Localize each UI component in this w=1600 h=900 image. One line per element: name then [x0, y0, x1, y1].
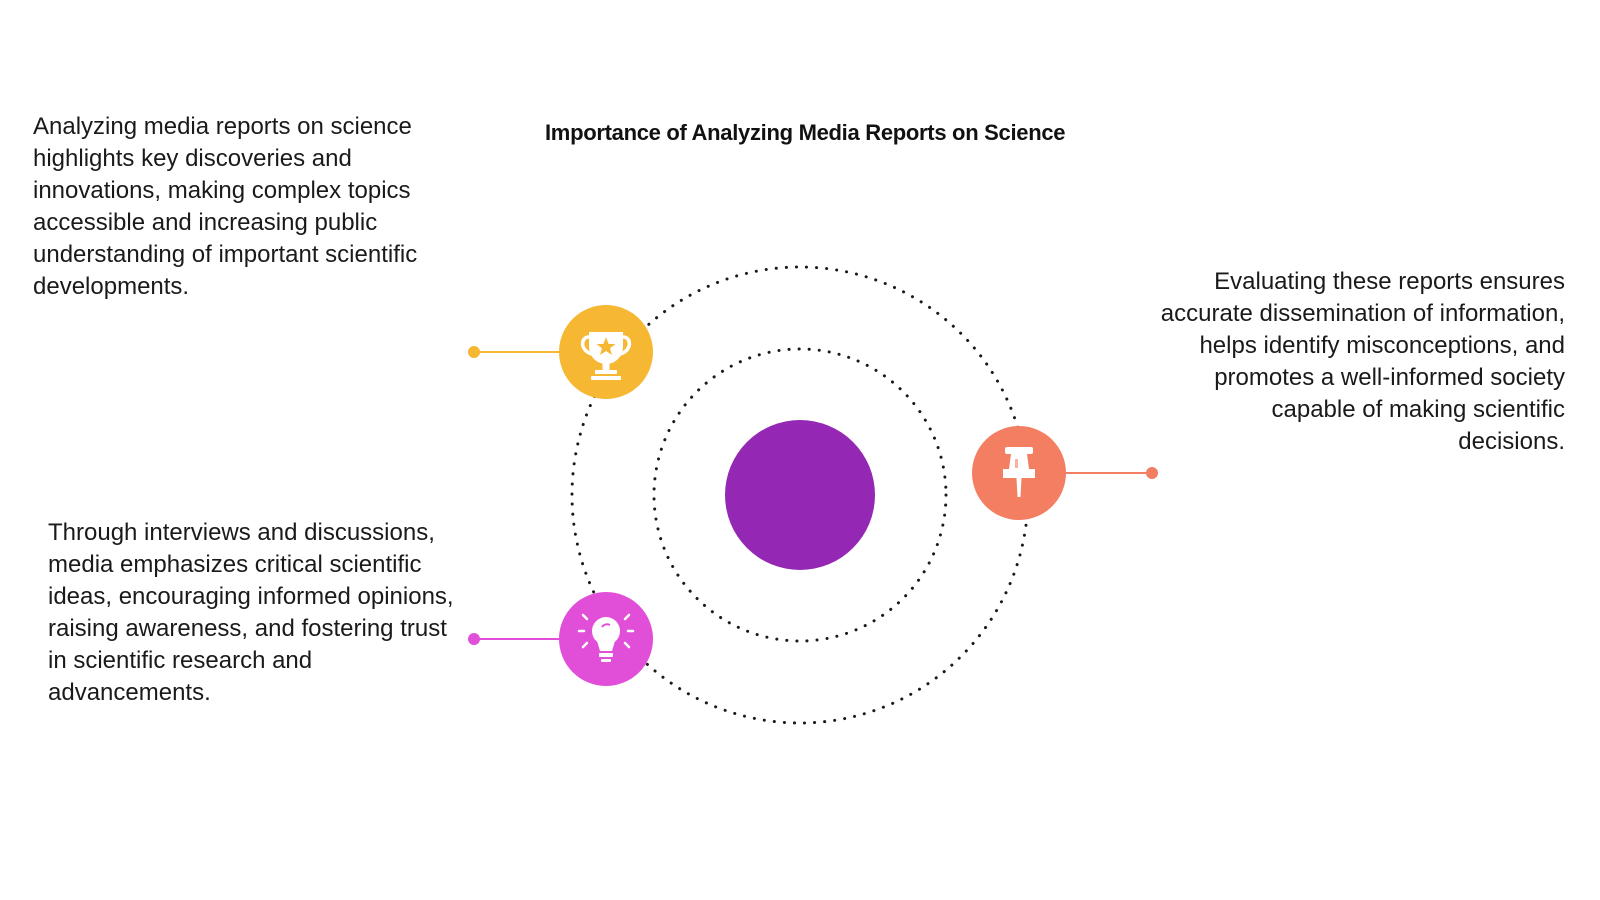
trophy-node: [559, 305, 653, 399]
pushpin-node: [972, 426, 1066, 520]
lightbulb-connector: [468, 633, 563, 645]
diagram-title: Importance of Analyzing Media Reports on…: [545, 120, 1066, 145]
trophy-icon: [580, 332, 632, 380]
lightbulb-node: [559, 592, 653, 686]
center-circle: [725, 420, 875, 570]
pushpin-icon: [1003, 447, 1035, 497]
inner-orbit: [652, 347, 948, 643]
trophy-description: Analyzing media reports on science highl…: [33, 113, 418, 300]
lightbulb-description: Through interviews and discussions, medi…: [48, 519, 454, 706]
trophy-connector: [468, 346, 563, 358]
lightbulb-icon: [577, 613, 635, 662]
pushpin-description: Evaluating these reports ensures accurat…: [1160, 268, 1565, 455]
pushpin-connector: [1060, 467, 1158, 479]
